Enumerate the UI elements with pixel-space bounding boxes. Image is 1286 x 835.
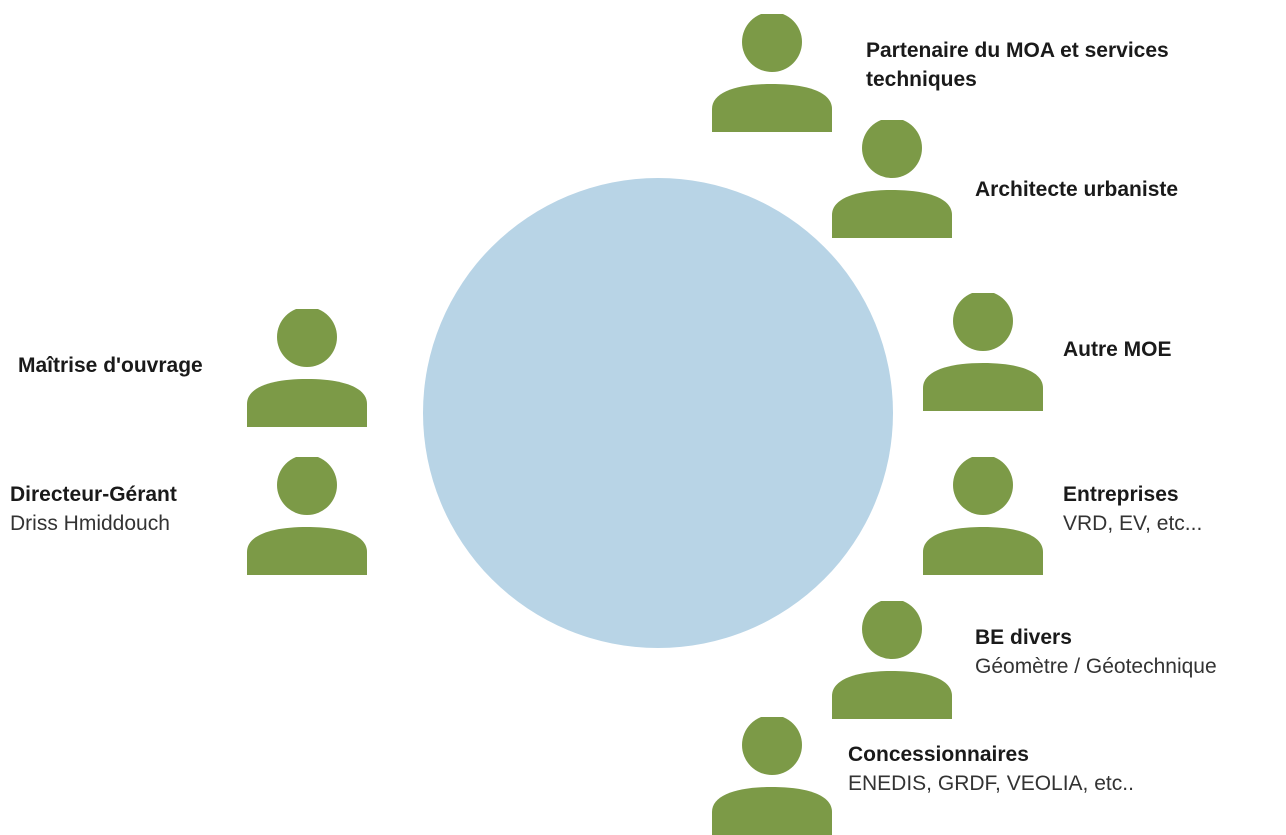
stakeholder-subtitle: VRD, EV, etc... [1063,512,1203,535]
person-icon [923,457,1043,575]
stakeholder-label-architecte: Architecte urbaniste [975,175,1265,204]
stakeholder-label-directeur-gerant: Directeur-Gérant Driss Hmiddouch [10,480,240,538]
stakeholder-label-maitrise-ouvrage: Maîtrise d'ouvrage [18,351,248,380]
person-icon [247,457,367,575]
stakeholder-subtitle: Driss Hmiddouch [10,512,170,535]
stakeholder-title: Concessionnaires [848,743,1029,766]
person-icon [832,601,952,719]
stakeholder-label-be-divers: BE divers Géomètre / Géotechnique [975,623,1285,681]
stakeholder-subtitle: Géomètre / Géotechnique [975,655,1217,678]
stakeholder-subtitle: ENEDIS, GRDF, VEOLIA, etc.. [848,772,1134,795]
central-hub-circle [423,178,893,648]
stakeholder-title: Autre MOE [1063,338,1172,361]
stakeholder-title: Partenaire du MOA et services techniques [866,39,1169,91]
stakeholder-title: Directeur-Gérant [10,483,177,506]
person-icon [247,309,367,427]
stakeholder-title: Entreprises [1063,483,1179,506]
stakeholder-title: BE divers [975,626,1072,649]
stakeholder-title: Maîtrise d'ouvrage [18,354,203,377]
person-icon [712,717,832,835]
person-icon [712,14,832,132]
person-icon [832,120,952,238]
stakeholder-title: Architecte urbaniste [975,178,1179,201]
stakeholder-label-concessionnaires: Concessionnaires ENEDIS, GRDF, VEOLIA, e… [848,740,1178,798]
stakeholder-label-entreprises: Entreprises VRD, EV, etc... [1063,480,1273,538]
person-icon [923,293,1043,411]
stakeholder-label-autre-moe: Autre MOE [1063,335,1263,364]
stakeholder-label-partenaire: Partenaire du MOA et services techniques [866,36,1256,94]
